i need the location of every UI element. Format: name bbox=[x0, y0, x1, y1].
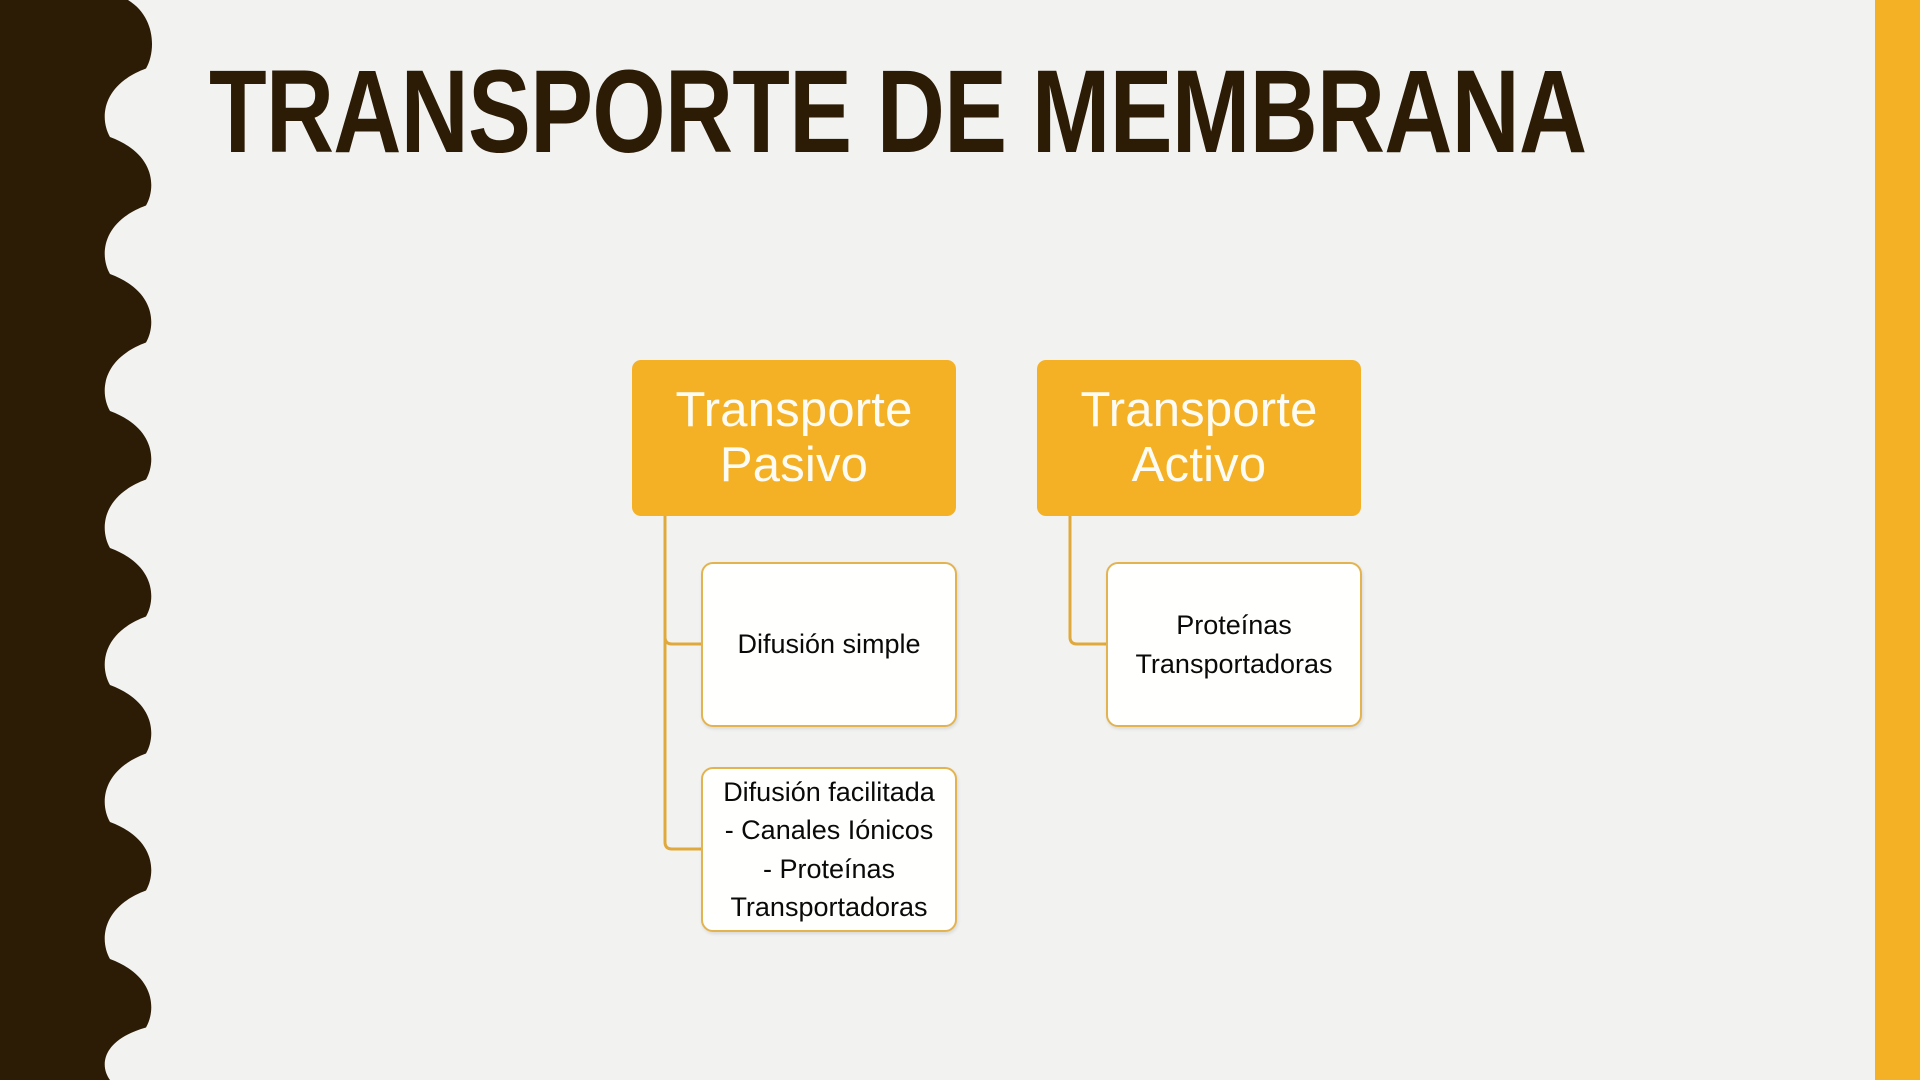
node-difusion-simple-label: Difusión simple bbox=[737, 629, 921, 660]
node-transporte-activo[interactable]: Transporte Activo bbox=[1037, 360, 1361, 516]
node-proteinas-transportadoras-label: Proteínas Transportadoras bbox=[1135, 610, 1333, 679]
node-transporte-activo-label: Transporte Activo bbox=[1080, 383, 1318, 492]
wavy-brown-band bbox=[0, 0, 153, 1080]
node-difusion-facilitada-label: Difusión facilitada - Canales Iónicos - … bbox=[723, 776, 935, 922]
connector-line-3 bbox=[1068, 516, 1106, 646]
connector-line-1 bbox=[663, 516, 701, 646]
node-proteinas-transportadoras[interactable]: Proteínas Transportadoras bbox=[1106, 562, 1362, 727]
page-title: TRANSPORTE DE MEMBRANA bbox=[209, 46, 1587, 178]
connector-line-2 bbox=[663, 516, 701, 851]
node-transporte-pasivo-label: Transporte Pasivo bbox=[675, 383, 913, 492]
node-difusion-facilitada[interactable]: Difusión facilitada - Canales Iónicos - … bbox=[701, 767, 957, 932]
node-difusion-simple[interactable]: Difusión simple bbox=[701, 562, 957, 727]
node-transporte-pasivo[interactable]: Transporte Pasivo bbox=[632, 360, 956, 516]
orange-side-bar bbox=[1875, 0, 1920, 1080]
